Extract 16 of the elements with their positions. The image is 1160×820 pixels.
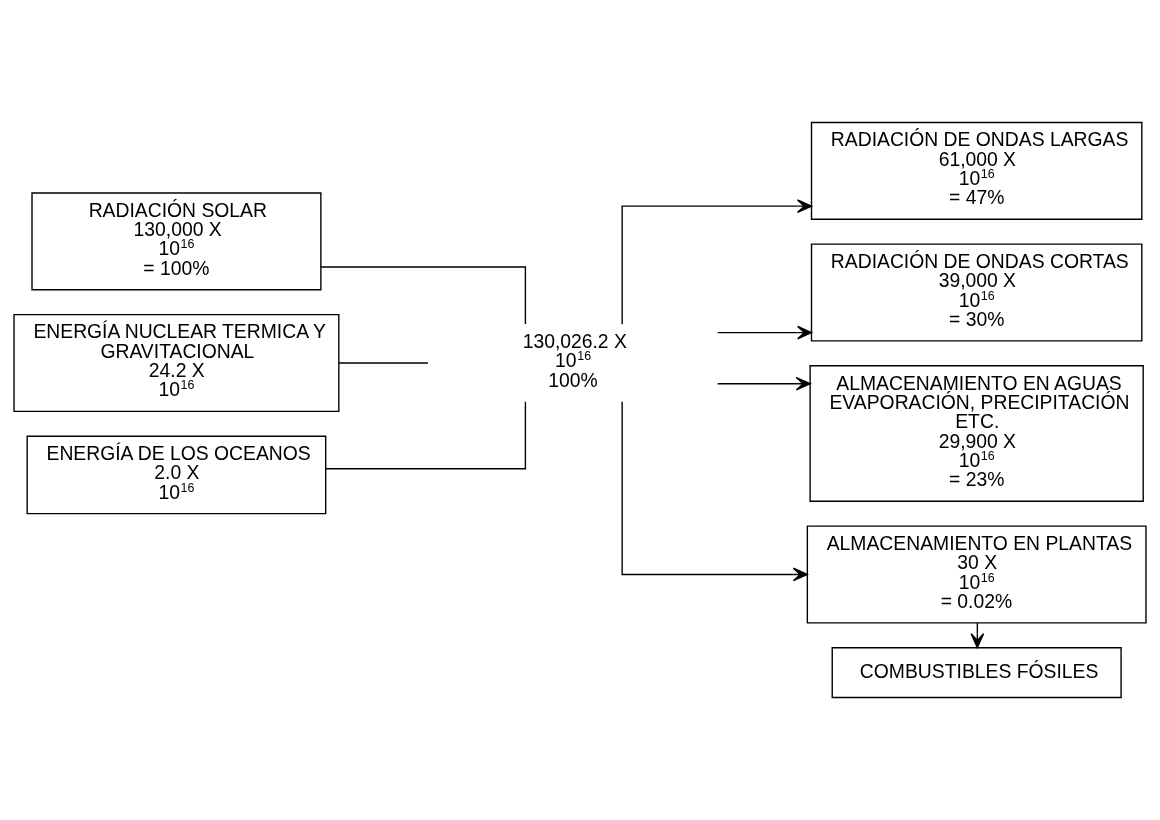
arrow: [621, 199, 813, 325]
node-box: ALMACENAMIENTO EN AGUAS EVAPORACIÓN, PRECIPITACIÓN ETC. 29,900 X 10$^{16}$ = 23%: [809, 365, 1144, 502]
node-box: COMBUSTIBLES FÓSILES: [831, 647, 1122, 699]
node-box: ENERGÍA NUCLEAR TERMICA Y GRAVITACIONAL 24.2 X 10$^{16}$: [13, 313, 340, 413]
arrow: [716, 376, 811, 391]
connector: [338, 362, 429, 364]
node-text: 130,026.2 X 10$^{16}$ 100%: [522, 330, 627, 391]
arrow: [716, 325, 813, 340]
node-box: ENERGÍA DE LOS OCEANOS 2.0 X 10$^{16}$: [26, 435, 327, 515]
connector: [320, 266, 527, 325]
arrow: [621, 401, 808, 582]
node-box: RADIACIÓN SOLAR 130,000 X 10$^{16}$ = 100%: [31, 192, 322, 291]
connector: [325, 401, 527, 470]
node-box: ALMACENAMIENTO EN PLANTAS 30 X 10$^{16}$ = 0.02%: [806, 525, 1147, 624]
node-box: RADIACIÓN DE ONDAS LARGAS 61,000 X 10$^{16}$ = 47%: [810, 121, 1143, 220]
node-box: RADIACIÓN DE ONDAS CORTAS 39,000 X 10$^{16}$ = 30%: [810, 243, 1143, 342]
